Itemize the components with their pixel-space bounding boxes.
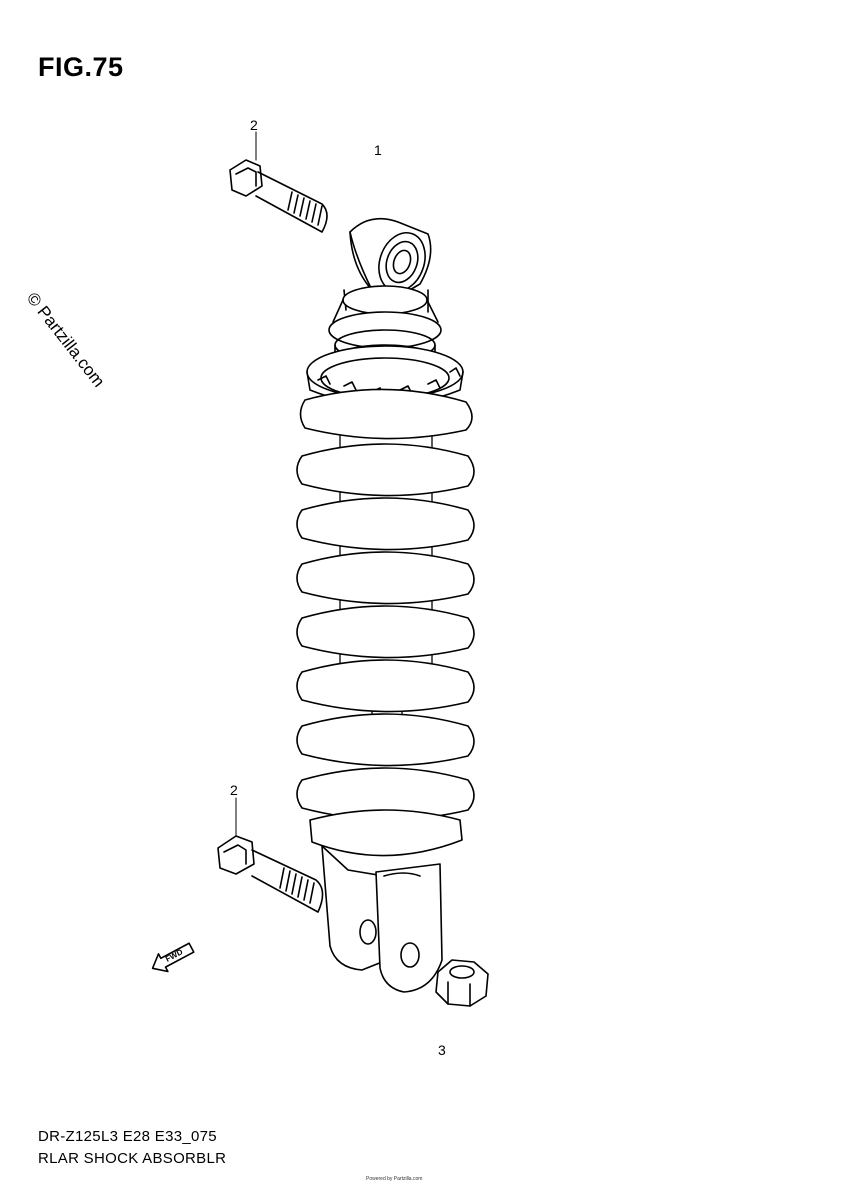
coil-spring[interactable] bbox=[297, 389, 474, 855]
leader-lines bbox=[236, 132, 256, 838]
callout-nut: 3 bbox=[438, 1042, 446, 1058]
credit-text: Powered by Partzilla.com bbox=[366, 1176, 423, 1182]
upper-bolt[interactable] bbox=[230, 160, 327, 232]
footer-part-name: RLAR SHOCK ABSORBLR bbox=[38, 1150, 227, 1167]
callout-shock-absorber: 1 bbox=[374, 142, 382, 158]
upper-eye-mount[interactable] bbox=[344, 219, 433, 312]
footer-model-line: DR-Z125L3 E28 E33_075 bbox=[38, 1128, 217, 1145]
figure-title: FIG.75 bbox=[38, 52, 124, 82]
lower-bolt[interactable] bbox=[218, 836, 323, 912]
spring-seat[interactable] bbox=[307, 286, 463, 405]
lower-clevis[interactable] bbox=[322, 846, 442, 992]
nut[interactable] bbox=[436, 960, 488, 1006]
callout-bolt-lower: 2 bbox=[230, 782, 238, 798]
fwd-arrow-icon bbox=[148, 939, 196, 977]
callout-bolt-upper: 2 bbox=[250, 117, 258, 133]
